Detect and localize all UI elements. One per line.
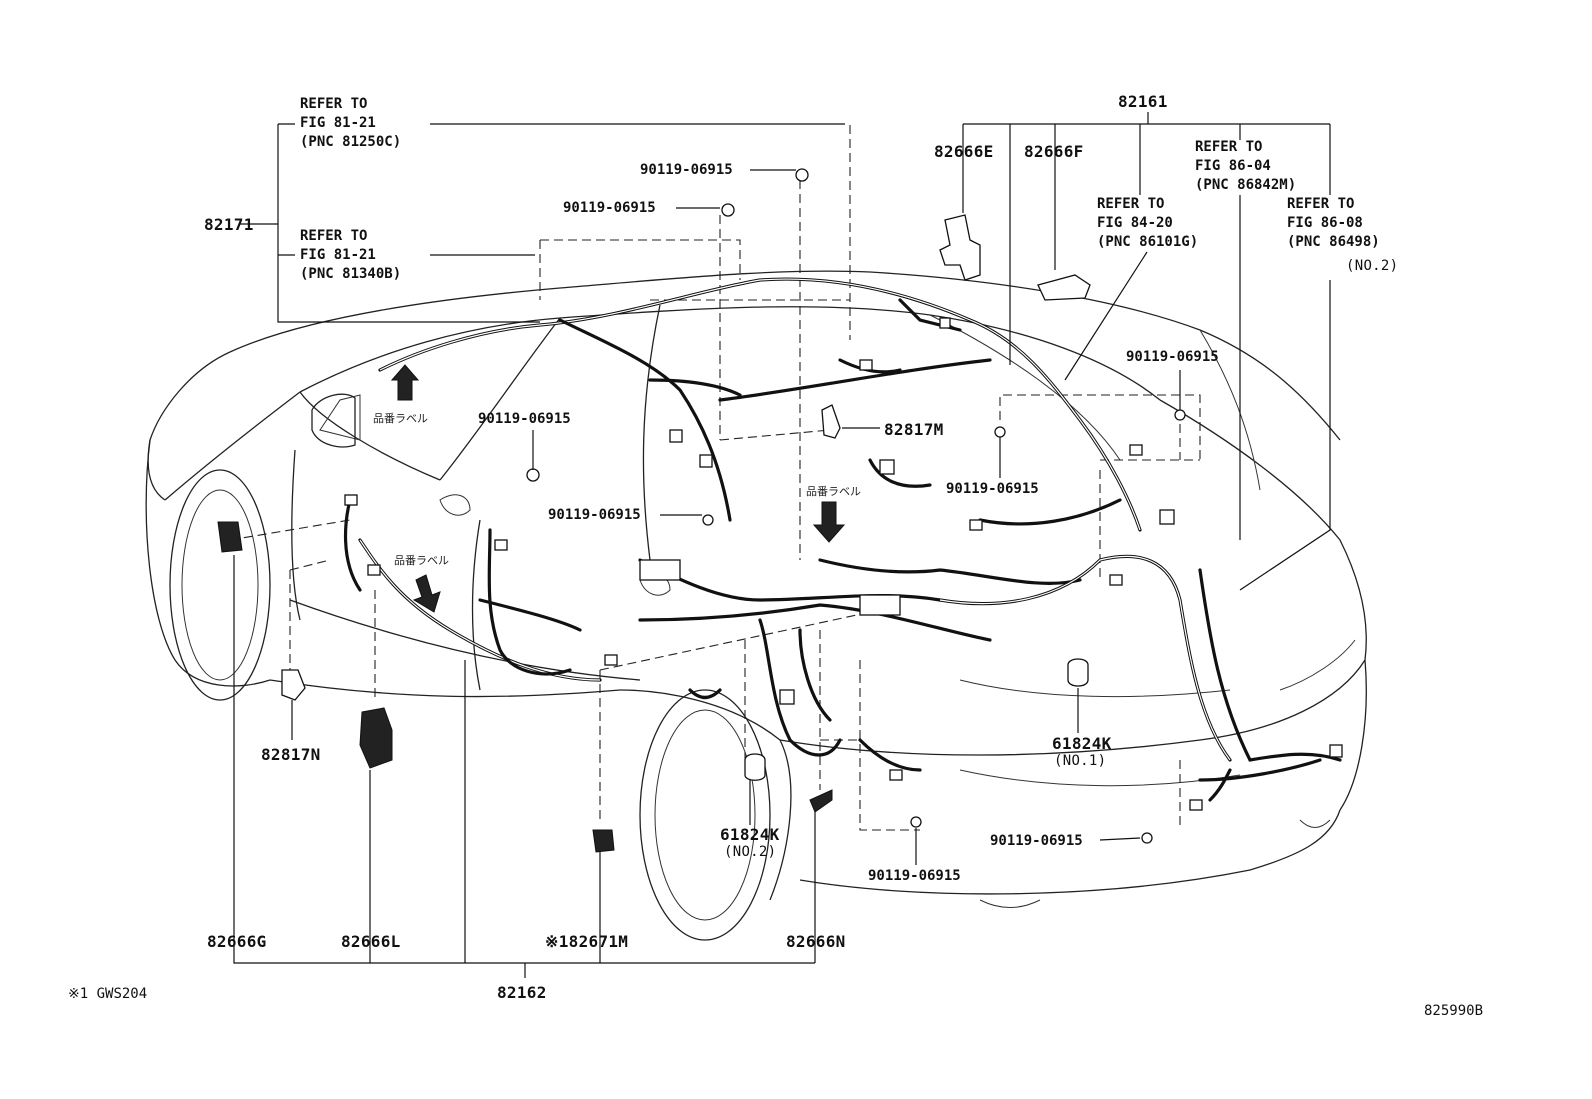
japanese-label-a: 品番ラベル bbox=[373, 412, 428, 425]
part-82162: 82162 bbox=[497, 983, 547, 1002]
refer-fig: FIG 81-21 bbox=[300, 247, 376, 263]
part-icons bbox=[217, 168, 1186, 853]
refer-fig: FIG 81-21 bbox=[300, 115, 376, 131]
part-82666N: 82666N bbox=[786, 932, 846, 951]
bolt-90119-06915-g: 90119-06915 bbox=[868, 868, 961, 884]
bolt-90119-06915-b: 90119-06915 bbox=[563, 200, 656, 216]
refer-line: REFER TO bbox=[1097, 196, 1165, 212]
refer-fig: FIG 86-08 bbox=[1287, 215, 1363, 231]
refer-pnc: (PNC 81250C) bbox=[300, 134, 402, 150]
part-82161: 82161 bbox=[1118, 92, 1168, 111]
refer-86498-sub: (NO.2) bbox=[1346, 258, 1399, 274]
leader-lines bbox=[233, 112, 1331, 978]
bolt-90119-06915-d: 90119-06915 bbox=[548, 507, 641, 523]
footnote: ※1 GWS204 bbox=[68, 986, 148, 1002]
note-mark: ※1 bbox=[545, 932, 569, 951]
refer-line: REFER TO bbox=[300, 96, 368, 112]
refer-line: REFER TO bbox=[1195, 139, 1263, 155]
part-61824K-no2: 61824K bbox=[720, 825, 780, 844]
bolt-90119-06915-a: 90119-06915 bbox=[640, 162, 733, 178]
part-61824K-no1: 61824K bbox=[1052, 734, 1112, 753]
part-82671M-number: 82671M bbox=[568, 932, 629, 951]
refer-fig-81-21-81250C: REFER TO FIG 81-21 (PNC 81250C) bbox=[300, 95, 401, 152]
floor-harness bbox=[344, 458, 1342, 802]
part-82171: 82171 bbox=[204, 215, 254, 234]
part-82671M: ※182671M bbox=[545, 932, 628, 951]
bolt-90119-06915-f: 90119-06915 bbox=[1126, 349, 1219, 365]
refer-fig-81-21-81340B: REFER TO FIG 81-21 (PNC 81340B) bbox=[300, 227, 401, 284]
part-82666E: 82666E bbox=[934, 142, 994, 161]
refer-line: REFER TO bbox=[1287, 196, 1355, 212]
part-82666G: 82666G bbox=[207, 932, 267, 951]
refer-fig: FIG 84-20 bbox=[1097, 215, 1173, 231]
refer-pnc: (PNC 86101G) bbox=[1097, 234, 1199, 250]
refer-fig-84-20-86101G: REFER TO FIG 84-20 (PNC 86101G) bbox=[1097, 195, 1198, 252]
refer-fig: FIG 86-04 bbox=[1195, 158, 1271, 174]
refer-pnc: (PNC 86498) bbox=[1287, 234, 1380, 250]
part-82817N: 82817N bbox=[261, 745, 321, 764]
bolt-90119-06915-e: 90119-06915 bbox=[946, 481, 1039, 497]
refer-line: REFER TO bbox=[300, 228, 368, 244]
part-82666F: 82666F bbox=[1024, 142, 1084, 161]
refer-pnc: (PNC 86842M) bbox=[1195, 177, 1297, 193]
part-61824K-no1-sub: (NO.1) bbox=[1054, 753, 1107, 769]
refer-fig-86-08-86498: REFER TO FIG 86-08 (PNC 86498) bbox=[1287, 195, 1380, 252]
figure-id: 825990B bbox=[1424, 1003, 1484, 1019]
japanese-label-b: 品番ラベル bbox=[806, 485, 861, 498]
connectors bbox=[344, 317, 1343, 811]
part-82666L: 82666L bbox=[341, 932, 401, 951]
part-61824K-no2-sub: (NO.2) bbox=[724, 844, 777, 860]
roof-harness bbox=[378, 277, 1142, 532]
refer-fig-86-04-86842M: REFER TO FIG 86-04 (PNC 86842M) bbox=[1195, 138, 1296, 195]
car-body-outline bbox=[145, 270, 1367, 941]
bolt-90119-06915-c: 90119-06915 bbox=[478, 411, 571, 427]
bolt-90119-06915-h: 90119-06915 bbox=[990, 833, 1083, 849]
refer-pnc: (PNC 81340B) bbox=[300, 266, 402, 282]
part-82817M: 82817M bbox=[884, 420, 944, 439]
japanese-label-c: 品番ラベル bbox=[394, 554, 449, 567]
